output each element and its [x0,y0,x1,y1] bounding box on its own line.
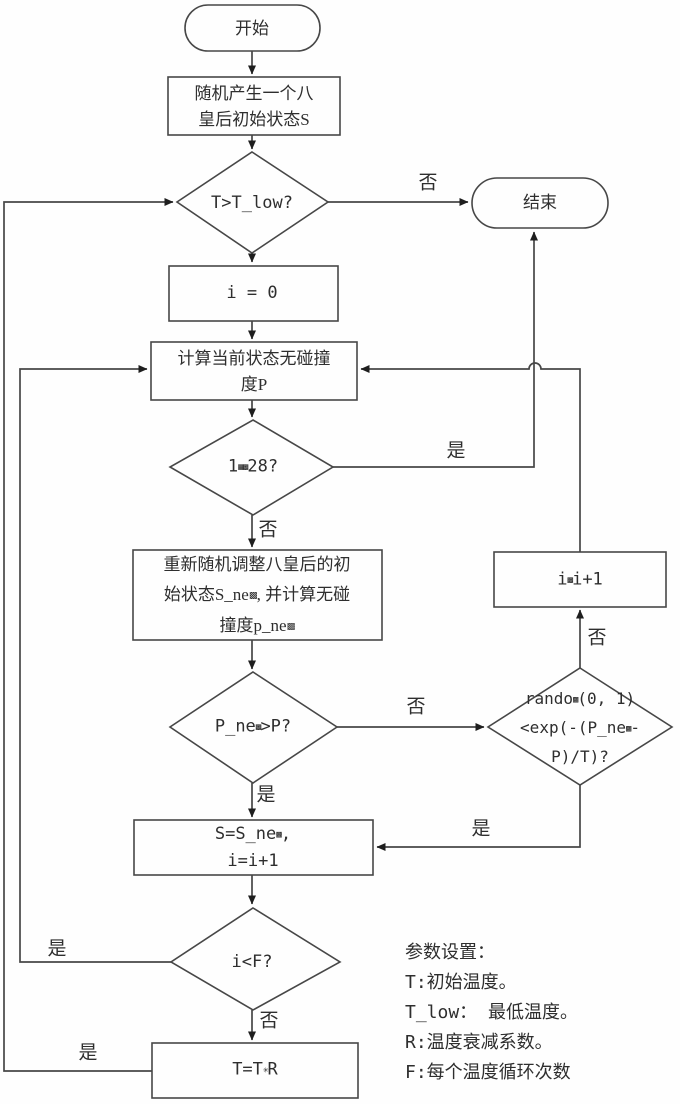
calc-p-label: 计算当前状态无碰撞 度P [177,349,331,394]
tofu-glyph: ▩ [567,574,573,586]
p28-check-label: 1▦▩28? [227,456,279,477]
edge-random-yes-to-assign [376,785,581,851]
branch-label-temp-no: 否 [418,172,438,194]
edge-cool-return-loop [3,198,174,1072]
set-i-box-shape [168,265,339,322]
assign-state-label: S=S_ne▩, i=i+1 [214,824,292,871]
branch-label-random-yes: 是 [471,818,491,840]
legend-line: F:每个温度循环次数 [405,1062,571,1083]
edge-p28-yes-to-end [333,231,538,468]
temp-check-diamond-shape [175,151,330,254]
branch-label-p28-no: 否 [258,519,278,541]
pnew-check-diamond-shape [168,671,339,784]
init-state-box-shape [167,76,341,136]
tofu-glyph: ✳ [262,1064,269,1076]
temp-check-label: T>T_low? [211,193,293,213]
init-state-label: 随机产生一个八 皇后初始状态S [194,84,314,129]
tofu-glyph: ▩ [626,724,631,734]
branch-label-iter-no: 否 [259,1010,279,1032]
p28-check-diamond-shape [168,419,335,516]
edge-iter-yes-loop [19,365,171,963]
branch-label-cool-yes: 是 [78,1042,98,1064]
legend-line: T_low： 最低温度。 [405,1002,579,1023]
branch-label-iter-yes: 是 [47,938,67,960]
random-check-label: rando▩(0, 1) <exp(-(P_ne▩- P)/T)? [520,689,640,766]
branch-label-random-no: 否 [587,627,607,649]
legend-title: 参数设置： [405,942,495,963]
edge-inc-to-calcp [360,362,581,552]
tofu-glyph: ▩ [276,829,282,840]
adjust-state-box-shape [132,549,383,641]
tofu-glyph: ▩ [573,695,578,705]
iter-check-label: i<F? [231,952,273,972]
branch-label-pnew-yes: 是 [256,784,276,806]
parameter-legend: 参数设置： T:初始温度。 T_low： 最低温度。 R:温度衰减系数。 F:每… [405,938,578,1088]
calc-p-box-shape [150,341,358,401]
tofu-glyph: ▩ [255,721,262,733]
end-label: 结束 [523,193,557,212]
end-terminator-shape [471,177,609,229]
start-terminator-shape [184,4,321,52]
set-i-label: i = 0 [226,283,278,303]
increment-i-box-shape [493,551,667,608]
legend-line: R:温度衰减系数。 [405,1032,553,1053]
branch-label-p28-yes: 是 [446,440,466,462]
pnew-check-label: P_ne▩>P? [214,716,292,737]
legend-line: T:初始温度。 [405,972,517,993]
branch-label-pnew-no: 否 [406,696,426,718]
tofu-glyph: ▩ [286,622,296,632]
tofu-glyph: ▩ [248,591,258,601]
start-label: 开始 [235,19,269,38]
increment-i-label: i▩i+1 [557,569,603,590]
random-check-diamond-shape [486,667,674,786]
assign-state-box-shape [133,819,374,876]
cool-temp-label: T=T✳R [232,1059,278,1080]
tofu-glyph: ▦▩ [238,461,248,473]
cool-temp-box-shape [151,1042,359,1099]
iter-check-diamond-shape [169,907,342,1011]
adjust-state-label: 重新随机调整八皇后的初 始状态S_ne▩, 并计算无碰 撞度p_ne▩ [163,555,351,635]
